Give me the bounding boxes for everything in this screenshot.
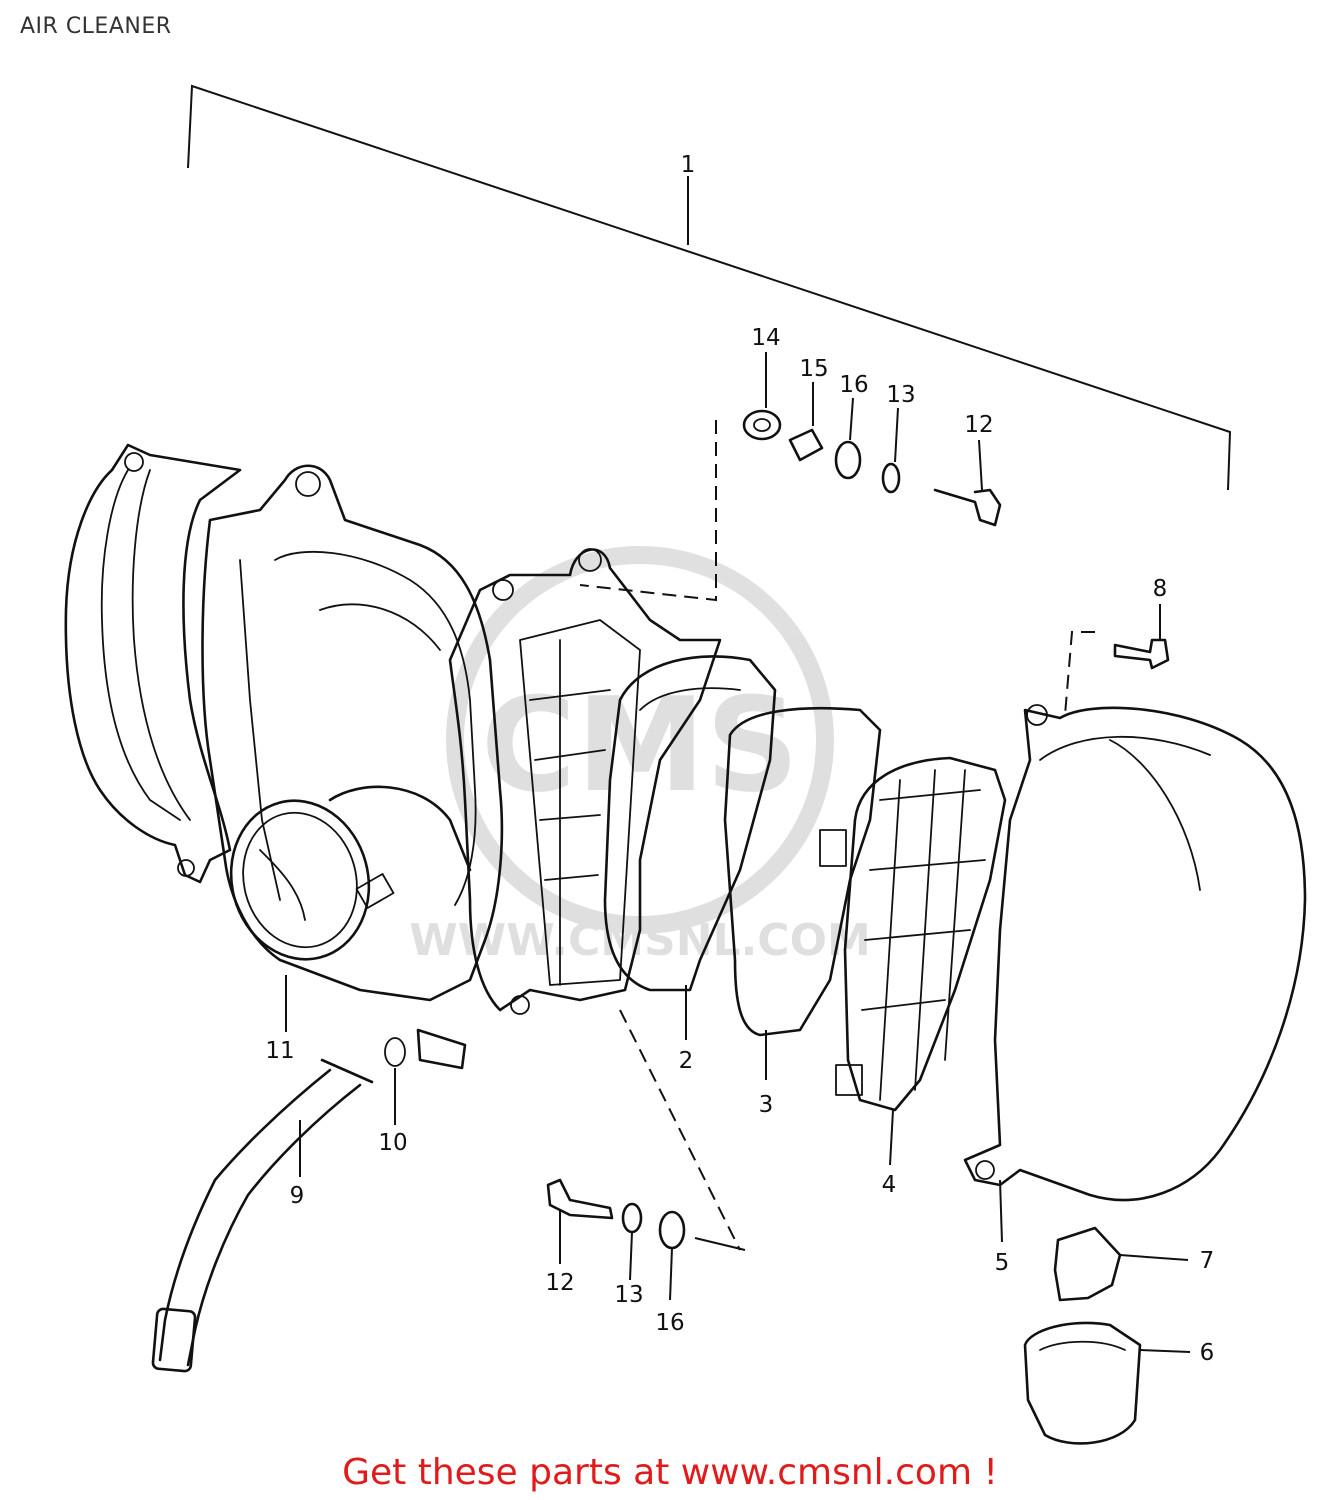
callout-8: 8 (1153, 576, 1168, 602)
callout-2: 2 (679, 1048, 694, 1074)
callout-9: 9 (290, 1183, 305, 1209)
callout-13-top: 13 (886, 382, 915, 408)
callout-4: 4 (882, 1172, 897, 1198)
drain-hose (151, 1028, 467, 1373)
left-case-cover (64, 443, 242, 884)
screw-8 (1113, 638, 1170, 670)
filter-sponge (723, 706, 882, 1037)
callout-12-top: 12 (964, 412, 993, 438)
footer-link-text[interactable]: Get these parts at www.cmsnl.com ! (342, 1452, 998, 1493)
callout-12-bottom: 12 (545, 1270, 574, 1296)
callout-16-top: 16 (839, 372, 868, 398)
clip-and-cap (1023, 1226, 1142, 1445)
air-cleaner-case-front (448, 548, 722, 1015)
assembly-bracket (187, 84, 1232, 491)
callout-3: 3 (759, 1092, 774, 1118)
callout-6: 6 (1200, 1340, 1215, 1366)
callout-7: 7 (1200, 1248, 1215, 1274)
callout-13-bottom: 13 (614, 1282, 643, 1308)
callout-11: 11 (265, 1038, 294, 1064)
callout-10: 10 (378, 1130, 407, 1156)
callout-5: 5 (995, 1250, 1010, 1276)
callout-15: 15 (799, 356, 828, 382)
callout-1: 1 (681, 152, 696, 178)
outer-cover (963, 704, 1307, 1202)
page-title: AIR CLEANER (20, 14, 172, 39)
air-cleaner-case-back (201, 464, 504, 1002)
intake-boot (229, 785, 472, 961)
top-hardware (742, 409, 1002, 527)
callout-14: 14 (751, 325, 780, 351)
callout-leaders (285, 352, 1191, 1353)
bottom-hardware (546, 1178, 686, 1250)
alignment-lines (579, 420, 1095, 1251)
filter-element (603, 655, 777, 992)
callout-16-bottom: 16 (655, 1310, 684, 1336)
callout-numbers: 1 2 3 4 5 7 8 9 10 11 12 12 13 13 14 15 … (265, 152, 1214, 1366)
grid-plate (819, 756, 1007, 1112)
